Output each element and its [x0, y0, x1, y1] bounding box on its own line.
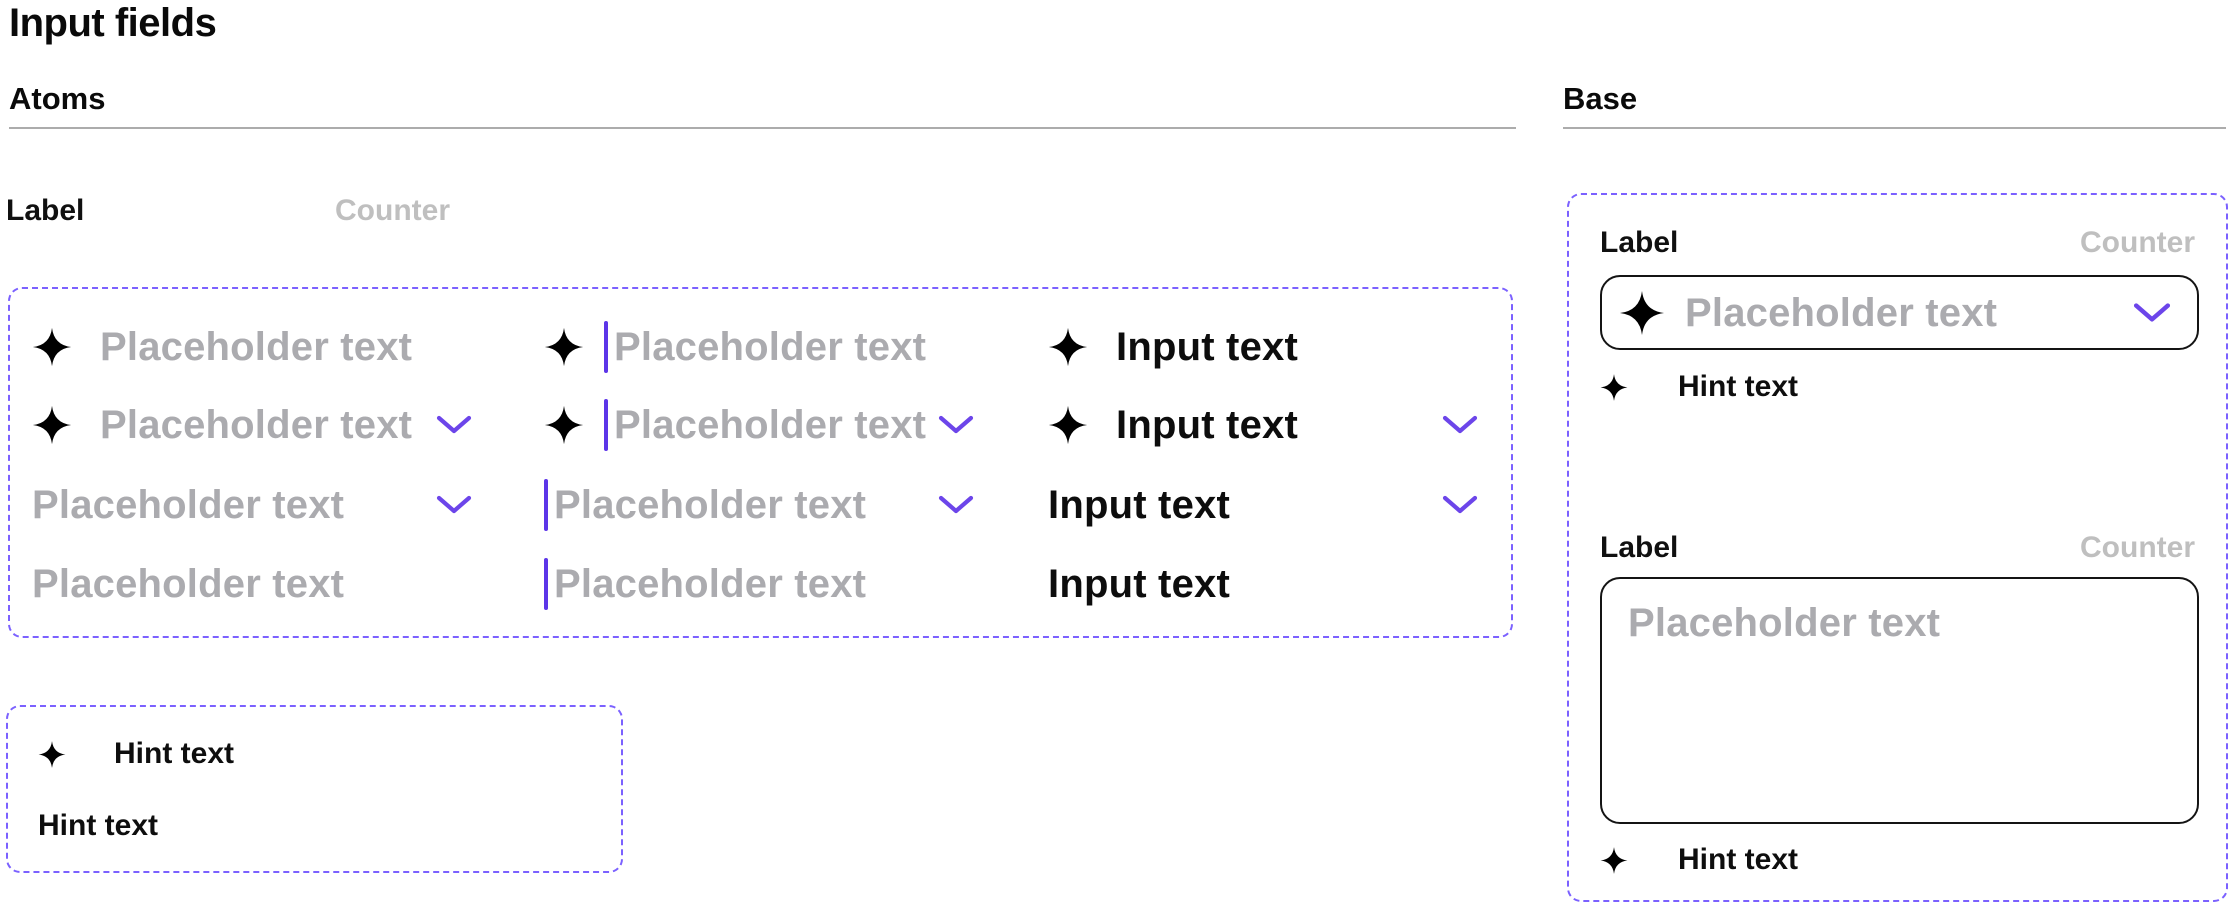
base-divider [1563, 127, 2226, 129]
sparkle-icon [32, 327, 72, 367]
placeholder-text: Placeholder text [32, 562, 345, 606]
sparkle-icon [1048, 405, 1088, 445]
input-variant-placeholder-focused[interactable]: Placeholder text [544, 545, 974, 623]
text-cursor [544, 479, 548, 531]
text-cursor [604, 321, 608, 373]
field-counter: Counter [2080, 531, 2195, 564]
atoms-variants-board: Placeholder text Placeholder text Input … [8, 287, 1513, 638]
input-variant-placeholder-icon-focused[interactable]: Placeholder text [544, 308, 974, 386]
variant-row-dropdown-icon: Placeholder text Placeholder text Input … [10, 386, 1511, 464]
chevron-down-icon[interactable] [1442, 414, 1478, 436]
select-variant-placeholder-focused[interactable]: Placeholder text [544, 466, 974, 544]
field-label: Label [1600, 226, 1679, 259]
chevron-down-icon[interactable] [436, 414, 472, 436]
select-hint-row: Hint text [1600, 370, 1798, 404]
base-components-board: Label Counter Placeholder text Hint text… [1567, 193, 2228, 902]
select-variant-filled-icon[interactable]: Input text [1048, 386, 1478, 464]
text-cursor [604, 399, 608, 451]
input-text: Input text [1048, 483, 1230, 527]
text-cursor [544, 558, 548, 610]
select-placeholder: Placeholder text [1685, 290, 1998, 335]
sparkle-icon [32, 405, 72, 445]
base-select-label-row: Label Counter [1600, 228, 2195, 258]
input-variant-filled[interactable]: Input text [1048, 545, 1478, 623]
sparkle-icon [1600, 846, 1628, 874]
input-text: Input text [1048, 562, 1230, 606]
input-text: Input text [1116, 325, 1298, 369]
textarea-placeholder: Placeholder text [1628, 601, 1941, 645]
field-label: Label [1600, 531, 1679, 564]
placeholder-text: Placeholder text [614, 403, 927, 447]
base-textarea-label-row: Label Counter [1600, 533, 2195, 563]
chevron-down-icon[interactable] [1442, 494, 1478, 516]
placeholder-text: Placeholder text [32, 483, 345, 527]
atoms-divider [9, 127, 1516, 129]
input-text: Input text [1116, 403, 1298, 447]
sparkle-icon [1048, 327, 1088, 367]
section-heading-atoms: Atoms [9, 81, 106, 116]
chevron-down-icon[interactable] [2133, 301, 2171, 325]
sparkle-icon [544, 405, 584, 445]
select-variant-placeholder[interactable]: Placeholder text [32, 466, 472, 544]
input-variant-placeholder[interactable]: Placeholder text [32, 545, 472, 623]
placeholder-text: Placeholder text [554, 483, 867, 527]
textarea-hint-row: Hint text [1600, 843, 1798, 877]
variant-row-default: Placeholder text Placeholder text Input … [10, 308, 1511, 386]
variant-row-plain: Placeholder text Placeholder text Input … [10, 545, 1511, 623]
select-variant-filled[interactable]: Input text [1048, 466, 1478, 544]
hint-variants-board: Hint text Hint text [6, 705, 623, 873]
hint-text: Hint text [114, 737, 234, 770]
sparkle-icon [38, 740, 66, 768]
chevron-down-icon[interactable] [938, 494, 974, 516]
hint-text: Hint text [1678, 843, 1798, 876]
input-variant-filled-icon[interactable]: Input text [1048, 308, 1478, 386]
hint-variant-plain[interactable]: Hint text [38, 809, 158, 843]
hint-text: Hint text [1678, 370, 1798, 403]
placeholder-text: Placeholder text [554, 562, 867, 606]
chevron-down-icon[interactable] [436, 494, 472, 516]
select-variant-placeholder-icon-focused[interactable]: Placeholder text [544, 386, 974, 464]
sparkle-icon [1619, 290, 1665, 335]
atoms-field-counter: Counter [335, 194, 450, 227]
section-heading-base: Base [1563, 81, 1638, 116]
input-variant-placeholder-icon[interactable]: Placeholder text [32, 308, 472, 386]
select-input[interactable]: Placeholder text [1600, 275, 2199, 350]
hint-variant-with-icon[interactable]: Hint text [38, 737, 234, 771]
chevron-down-icon[interactable] [938, 414, 974, 436]
sparkle-icon [1600, 373, 1628, 401]
page-title: Input fields [9, 1, 217, 45]
select-variant-placeholder-icon[interactable]: Placeholder text [32, 386, 472, 464]
variant-row-dropdown: Placeholder text Placeholder text Input … [10, 466, 1511, 544]
hint-text: Hint text [38, 809, 158, 842]
textarea-input[interactable]: Placeholder text [1600, 577, 2199, 824]
field-counter: Counter [2080, 226, 2195, 259]
atoms-field-label: Label [6, 194, 85, 227]
placeholder-text: Placeholder text [614, 325, 927, 369]
placeholder-text: Placeholder text [100, 403, 413, 447]
placeholder-text: Placeholder text [100, 325, 413, 369]
sparkle-icon [544, 327, 584, 367]
